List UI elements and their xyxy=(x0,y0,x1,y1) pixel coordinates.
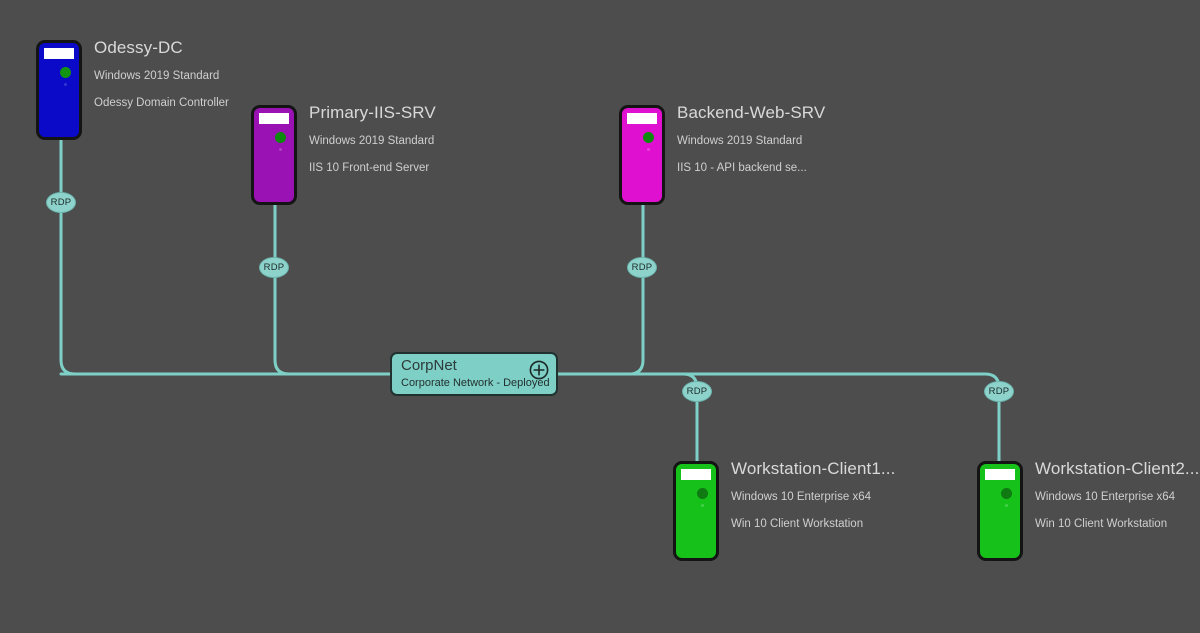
rdp-badge-backend-web[interactable]: RDP xyxy=(627,257,657,278)
secondary-dot-icon xyxy=(64,83,67,86)
vm-title: Backend-Web-SRV xyxy=(677,103,826,122)
status-dot-icon xyxy=(643,132,654,143)
vm-icon[interactable] xyxy=(619,105,665,205)
vm-role: Odessy Domain Controller xyxy=(94,97,229,109)
vm-role: Win 10 Client Workstation xyxy=(731,518,864,530)
vm-titlebar xyxy=(44,48,74,59)
vm-role: Win 10 Client Workstation xyxy=(1035,518,1168,530)
network-node-corpnet[interactable]: CorpNet Corporate Network - Deployed xyxy=(390,352,558,396)
vm-node-text: Primary-IIS-SRV Windows 2019 Standard II… xyxy=(309,104,436,175)
status-dot-icon xyxy=(697,488,708,499)
vm-role: IIS 10 Front-end Server xyxy=(309,162,430,174)
rdp-label: RDP xyxy=(263,262,285,273)
vm-node-text: Workstation-Client1... Windows 10 Enterp… xyxy=(731,460,895,531)
status-dot-icon xyxy=(60,67,71,78)
rdp-label: RDP xyxy=(50,197,72,208)
rdp-label: RDP xyxy=(988,386,1010,397)
secondary-dot-icon xyxy=(279,148,282,151)
vm-os: Windows 10 Enterprise x64 xyxy=(1035,491,1175,503)
vm-title: Primary-IIS-SRV xyxy=(309,103,436,122)
wire-bus-right xyxy=(556,372,1001,393)
secondary-dot-icon xyxy=(701,504,704,507)
vm-icon[interactable] xyxy=(36,40,82,140)
status-dot-icon xyxy=(275,132,286,143)
rdp-badge-primary-iis[interactable]: RDP xyxy=(259,257,289,278)
vm-title: Workstation-Client2... xyxy=(1035,459,1200,478)
wire-backend-web xyxy=(472,203,645,376)
rdp-label: RDP xyxy=(686,386,708,397)
vm-node-text: Odessy-DC Windows 2019 Standard Odessy D… xyxy=(94,39,229,110)
vm-os: Windows 2019 Standard xyxy=(677,135,803,147)
rdp-badge-client1[interactable]: RDP xyxy=(682,381,712,402)
vm-title: Odessy-DC xyxy=(94,38,183,57)
vm-title: Workstation-Client1... xyxy=(731,459,896,478)
vm-os: Windows 2019 Standard xyxy=(94,70,220,82)
vm-titlebar xyxy=(259,113,289,124)
vm-titlebar xyxy=(681,469,711,480)
vm-icon[interactable] xyxy=(977,461,1023,561)
network-title: CorpNet xyxy=(401,357,457,374)
vm-icon[interactable] xyxy=(251,105,297,205)
vm-os: Windows 10 Enterprise x64 xyxy=(731,491,871,503)
vm-icon[interactable] xyxy=(673,461,719,561)
secondary-dot-icon xyxy=(1005,504,1008,507)
wire-primary-iis xyxy=(273,203,476,376)
rdp-badge-client2[interactable]: RDP xyxy=(984,381,1014,402)
rdp-label: RDP xyxy=(631,262,653,273)
secondary-dot-icon xyxy=(647,148,650,151)
status-dot-icon xyxy=(1001,488,1012,499)
vm-os: Windows 2019 Standard xyxy=(309,135,435,147)
vm-node-text: Workstation-Client2... Windows 10 Enterp… xyxy=(1035,460,1199,531)
vm-titlebar xyxy=(985,469,1015,480)
vm-titlebar xyxy=(627,113,657,124)
vm-node-text: Backend-Web-SRV Windows 2019 Standard II… xyxy=(677,104,825,175)
rdp-badge-odessy-dc[interactable]: RDP xyxy=(46,192,76,213)
circled-plus-icon[interactable] xyxy=(529,360,549,380)
network-subtitle: Corporate Network - Deployed xyxy=(401,377,550,389)
vm-role: IIS 10 - API backend se... xyxy=(677,162,807,174)
